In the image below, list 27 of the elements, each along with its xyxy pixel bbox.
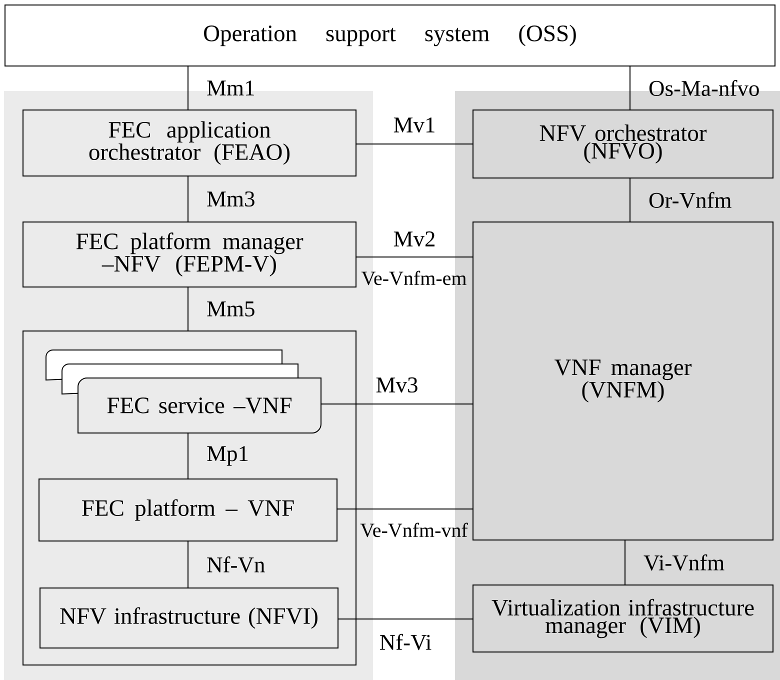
connector-line — [337, 508, 473, 510]
edge-label: Mm5 — [207, 302, 254, 316]
edge-label: Os-Ma-nfvo — [649, 80, 759, 96]
edge-label: Mv2 — [394, 231, 434, 247]
edge-label: Mv3 — [376, 377, 418, 393]
edge-label: Ve-Vnfm-vnf — [360, 522, 468, 538]
edge-label: Mv1 — [394, 117, 434, 133]
edge-label: Nf-Vn — [207, 556, 265, 573]
process-box: Operation support system (OSS) — [4, 4, 776, 66]
edge-label: Mm3 — [207, 191, 254, 207]
connector-line — [356, 256, 473, 258]
connector-line — [338, 618, 473, 620]
process-box: FEC platform manager –NFV (FEPM-V) — [22, 222, 356, 288]
process-box: VNF manager (VNFM) — [472, 222, 774, 540]
edge-label: Or-Vnfm — [649, 192, 732, 208]
edge-label: Mm1 — [207, 80, 254, 96]
process-box: NFV orchestrator (NFVO) — [472, 110, 774, 178]
edge-label: Mp1 — [207, 446, 248, 466]
edge-label: Nf-Vi — [380, 634, 432, 650]
process-box: FEC application orchestrator (FEAO) — [22, 110, 356, 176]
edge-label: Vi-Vnfm — [644, 554, 724, 571]
connector-line — [624, 540, 626, 585]
inner-box: FEC platform – VNF — [38, 478, 338, 542]
interface-label: Ve-Vnfm-em — [361, 270, 466, 286]
stacked-box: FEC service –VNF — [46, 350, 322, 434]
inner-box: NFV infrastructure (NFVI) — [40, 588, 338, 648]
process-box: Virtualization infrastructure manager (VIM) — [472, 584, 774, 652]
